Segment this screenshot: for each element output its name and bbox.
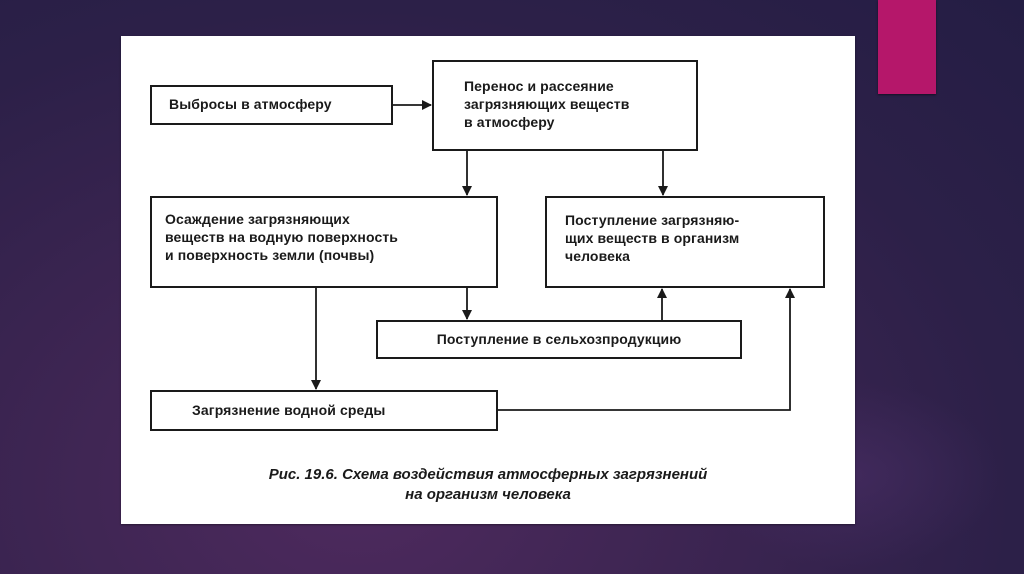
node-emissions: Выбросы в атмосферу — [150, 85, 393, 125]
node-agro: Поступление в сельхозпродукцию — [376, 320, 742, 359]
node-transport-label: Перенос и рассеяние загрязняющих веществ… — [464, 78, 630, 130]
caption-line-1: Рис. 19.6. Схема воздействия атмосферных… — [268, 466, 708, 483]
figure-caption: Рис. 19.6. Схема воздействия атмосферных… — [121, 465, 855, 505]
node-agro-label: Поступление в сельхозпродукцию — [436, 331, 682, 347]
node-human-intake-label: Поступление загрязняю- щих веществ в орг… — [565, 212, 740, 264]
node-emissions-label: Выбросы в атмосферу — [169, 96, 332, 112]
node-deposition: Осаждение загрязняющих веществ на водную… — [150, 196, 498, 288]
diagram-card: Выбросы в атмосферу Перенос и рассеяние … — [121, 36, 855, 524]
caption-line-2: на организм человека — [405, 486, 571, 503]
accent-block — [878, 0, 936, 94]
node-deposition-label: Осаждение загрязняющих веществ на водную… — [165, 211, 398, 263]
node-water-label: Загрязнение водной среды — [192, 402, 386, 418]
edge-water-human — [498, 288, 795, 411]
diagram-connectors — [311, 100, 795, 411]
node-transport: Перенос и рассеяние загрязняющих веществ… — [432, 60, 698, 151]
node-water: Загрязнение водной среды — [150, 390, 498, 431]
node-human-intake: Поступление загрязняю- щих веществ в орг… — [545, 196, 825, 288]
